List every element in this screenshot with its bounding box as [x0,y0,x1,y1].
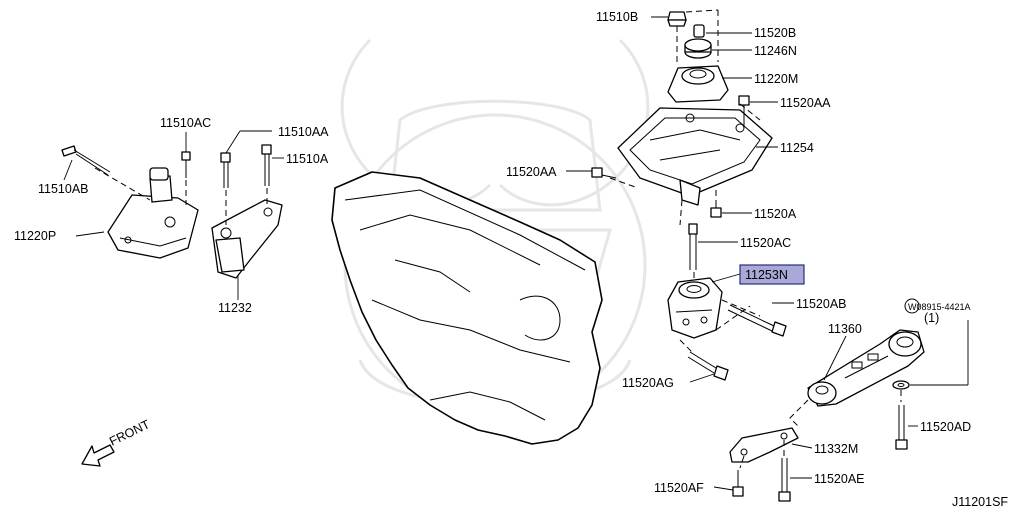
label-11510AA[interactable]: 11510AA [278,125,329,139]
label-11510B[interactable]: 11510B [596,10,638,24]
label-11520AF[interactable]: 11520AF [654,481,704,495]
left-dashed-guides [94,167,268,225]
label-08915-qty: (1) [924,311,939,325]
label-11520A[interactable]: 11520A [754,207,797,221]
label-11520AE[interactable]: 11520AE [814,472,865,486]
front-direction-arrow [81,444,115,467]
washer-08915[interactable] [892,380,910,390]
label-11520AA-top[interactable]: 11520AA [780,96,831,110]
diagram-id: J11201SF [952,495,1008,509]
bolt-11510AA[interactable] [220,152,231,188]
label-11253N[interactable]: 11253N [745,268,788,282]
label-11520AG[interactable]: 11520AG [622,376,674,390]
bolt-11510A[interactable] [261,144,272,186]
left-mount-bracket[interactable] [211,199,283,279]
bolt-11520AF[interactable] [732,470,744,497]
label-11520AC[interactable]: 11520AC [740,236,791,250]
label-11520AB[interactable]: 11520AB [796,297,847,311]
mount-11253N[interactable] [667,277,723,339]
label-11510AC[interactable]: 11510AC [160,116,211,130]
label-11520B[interactable]: 11520B [754,26,796,40]
label-11232[interactable]: 11232 [218,301,252,315]
label-11520AD[interactable]: 11520AD [920,420,971,434]
stud-11520AC[interactable] [688,223,698,270]
rod-dashed-guides [739,390,902,469]
torque-rod-11360[interactable] [807,329,925,407]
highlight-11253N [739,264,805,285]
insulator-11246N[interactable] [684,38,712,59]
bolt-11510AB[interactable] [61,145,111,176]
bracket-11254[interactable] [617,107,773,206]
bolt-11520AE[interactable] [778,458,791,502]
engine-outline [331,171,603,445]
washer-symbol [904,298,920,314]
bracket-11332M[interactable] [729,427,799,463]
label-08915[interactable]: W08915-4421A [908,302,971,312]
bolt-11510B[interactable] [667,11,687,27]
label-11360[interactable]: 11360 [828,322,862,336]
bolt-11520AD[interactable] [895,405,908,450]
mount-11220M[interactable] [667,65,729,103]
mid-dashed-guides [679,272,761,353]
bolt-11520AB[interactable] [727,304,787,337]
label-11254[interactable]: 11254 [780,141,814,155]
label-11510AB[interactable]: 11510AB [38,182,89,196]
label-11220P[interactable]: 11220P [14,229,56,243]
bolt-11510AC[interactable] [181,151,191,178]
left-engine-mount[interactable] [107,167,199,259]
label-11332M[interactable]: 11332M [814,442,858,456]
top-dashed-guides [609,9,761,226]
bolt-11520AA-mid[interactable] [591,167,617,179]
label-11520AA-mid[interactable]: 11520AA [506,165,557,179]
label-11220M[interactable]: 11220M [754,72,798,86]
bolt-11520AG[interactable] [687,351,729,381]
bolt-11520AA-top[interactable] [738,95,750,126]
label-11510A[interactable]: 11510A [286,152,329,166]
label-front: FRONT [107,417,152,449]
bushing-11520B[interactable] [693,24,705,38]
leader-lines [63,16,969,491]
label-11246N[interactable]: 11246N [754,44,797,58]
